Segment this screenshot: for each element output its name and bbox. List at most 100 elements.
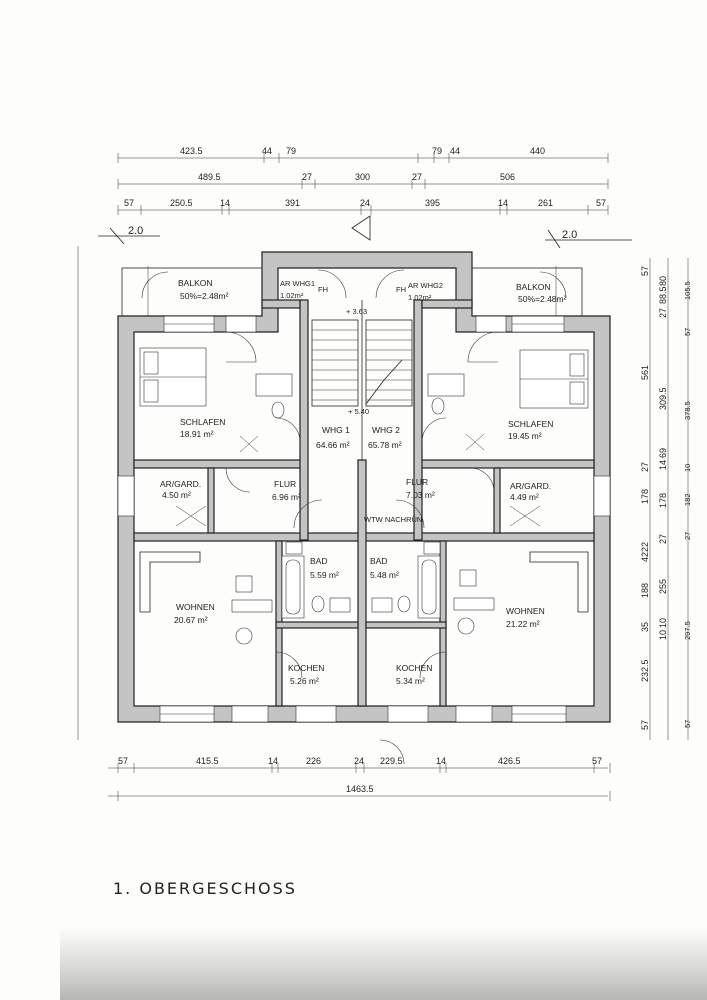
dim-text: 188 (640, 583, 650, 598)
room-name: AR/GARD. (510, 481, 551, 491)
dim-text: 506 (500, 172, 515, 182)
dim-text: 57 (592, 756, 602, 766)
room-area: 18.91 m² (180, 429, 214, 439)
dim-text: 44 (450, 146, 460, 156)
level-mark: + 3.63 (346, 307, 367, 316)
scan-shadow (60, 928, 707, 1000)
room-name: WHG 2 (372, 425, 400, 435)
room-area: 65.78 m² (368, 440, 402, 450)
room-name: BAD (310, 556, 327, 566)
dim-total: 1463.5 (346, 784, 374, 794)
dim-text: 57 (124, 198, 134, 208)
right-dimension-lines (77, 246, 689, 740)
dim-text: 57 (596, 198, 606, 208)
room-name: KOCHEN (396, 663, 432, 673)
fire-door-label: FH (396, 285, 406, 294)
dim-text: 27 (640, 462, 650, 472)
staircase (311, 215, 413, 460)
balcony-depth-left: 2.0 (128, 225, 143, 237)
dim-text: 255 (658, 579, 668, 594)
top-dimension-lines (117, 153, 609, 215)
windows (117, 315, 611, 723)
furniture-living (139, 551, 589, 645)
dim-text: 24 (354, 756, 364, 766)
dim-text: 27 (658, 534, 668, 544)
room-area: 21.22 m² (506, 619, 540, 629)
dim-text: 178 (658, 493, 668, 508)
room-area: 4.50 m² (162, 490, 191, 500)
dim-text: 24 (360, 198, 370, 208)
dim-text: 105.5 (683, 281, 692, 300)
room-name: FLUR (406, 477, 428, 487)
room-name: AR/GARD. (160, 479, 201, 489)
dim-text: 10 (658, 630, 668, 640)
dim-text: 297.5 (683, 621, 692, 640)
dim-text: 261 (538, 198, 553, 208)
bottom-dimension-labels: 57 415.5 14 226 24 229.5 14 426.5 57 146… (118, 756, 602, 794)
room-name: AR WHG2 (408, 281, 443, 290)
doors (141, 269, 567, 765)
balconies (121, 266, 583, 317)
dim-text: 4222 (640, 542, 650, 562)
room-name: SCHLAFEN (180, 417, 225, 427)
dim-text: 415.5 (196, 756, 219, 766)
dim-text: 14 (498, 198, 508, 208)
dim-text: 14 (268, 756, 278, 766)
dim-text: 489.5 (198, 172, 221, 182)
dim-text: 309.5 (658, 387, 668, 410)
dim-text: 57 (640, 720, 650, 730)
dim-text: 10 (683, 464, 692, 472)
room-area: 6.96 m² (272, 492, 301, 502)
room-name: SCHLAFEN (508, 419, 553, 429)
dim-text: 250.5 (170, 198, 193, 208)
dim-text: 14 (658, 460, 668, 470)
dim-text: 426.5 (498, 756, 521, 766)
bottom-dimension-lines (108, 763, 611, 801)
dim-text: 14 (436, 756, 446, 766)
dim-text: 44 (262, 146, 272, 156)
level-mark: + 5.40 (348, 407, 369, 416)
dim-text: 561 (640, 365, 650, 380)
dim-text: 232.5 (640, 659, 650, 682)
dim-text: 35 (640, 622, 650, 632)
dim-text: 423.5 (180, 146, 203, 156)
room-name: WOHNEN (176, 602, 215, 612)
floor-title: 1. OBERGESCHOSS (113, 879, 297, 898)
room-area: 19.45 m² (508, 431, 542, 441)
room-area: 7.03 m² (406, 490, 435, 500)
bath-fixtures (271, 397, 445, 619)
dim-text: 57 (118, 756, 128, 766)
right-dimension-labels: 57 561 27 178 4222 188 35 232.5 57 88.5 … (640, 266, 692, 730)
dim-text: 10 (658, 618, 668, 628)
room-name: WHG 1 (322, 425, 350, 435)
fire-door-label: FH (318, 285, 328, 294)
dim-text: 27 (658, 308, 668, 318)
room-area: 50%=2.48m² (180, 291, 229, 301)
dim-text: 178 (640, 489, 650, 504)
dim-text: 57 (683, 328, 692, 336)
room-area: 5.59 m² (310, 570, 339, 580)
cross-markers (175, 433, 541, 527)
dim-text: 226 (306, 756, 321, 766)
dim-text: 69 (658, 448, 668, 458)
dim-text: 79 (286, 146, 296, 156)
room-area: 64.66 m² (316, 440, 350, 450)
room-name: WOHNEN (506, 606, 545, 616)
room-name: BAD (370, 556, 387, 566)
dim-text: 57 (683, 720, 692, 728)
dim-text: 57 (640, 266, 650, 276)
room-area: 50%=2.48m² (518, 294, 567, 304)
room-name: FLUR (274, 479, 296, 489)
dim-text: 27 (683, 532, 692, 540)
room-name: BALKON (516, 282, 551, 292)
room-area: 20.67 m² (174, 615, 208, 625)
room-area: 4.49 m² (510, 492, 539, 502)
room-area: 5.26 m² (290, 676, 319, 686)
stair-note: WTW NACHRÜN (364, 515, 422, 524)
dim-text: 14 (220, 198, 230, 208)
dim-text: 229.5 (380, 756, 403, 766)
room-name: BALKON (178, 278, 213, 288)
room-area: 1.02m² (280, 291, 304, 300)
dim-text: 440 (530, 146, 545, 156)
